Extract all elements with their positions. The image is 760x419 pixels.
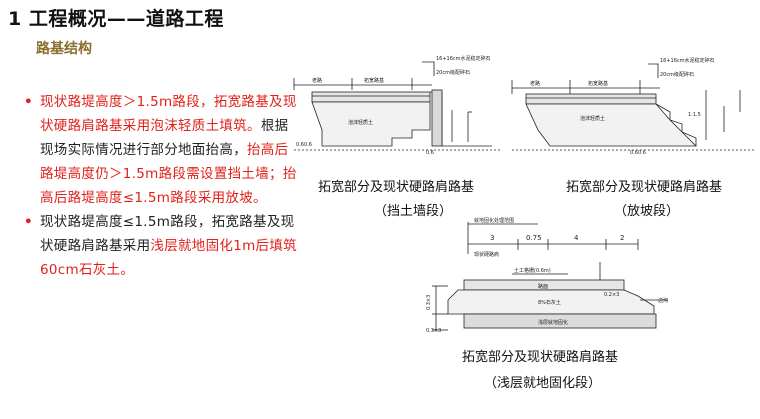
fig2-layer1-label: 16+16cm水泥稳定碎石 [660,57,715,64]
fig3-dim-2: 0.75 [526,234,542,242]
fig2-subcaption: （放坡段） [614,204,680,219]
figure-slope-drawing: 老路 拓宽路基 16+16cm水泥稳定碎石 20cm级配碎石 泡沫轻质土 1:1… [511,57,754,156]
section-subtitle: 路基结构 [36,41,92,57]
fig3-base-label: 浅层就地固化 [538,319,568,326]
fig1-shoulder-label: 拓宽路基 [364,77,384,84]
fig1-subcaption: （挡土墙段） [374,204,453,219]
fig3-subcaption: （浅层就地固化段） [484,376,602,391]
figure-retaining-wall-drawing: 老路 拓宽路基 16+16cm水泥稳定碎石 20cm级配碎石 泡沫轻质土 0.6… [293,55,502,156]
bullet-item-1: • 现状路堤高度＞1.5m路段，拓宽路基及现状硬路肩路基采用泡沫轻质土填筑。根据… [22,90,302,210]
fig3-dim-1: 3 [490,234,494,242]
fig1-caption: 拓宽部分及现状硬路肩路基 [318,180,475,195]
fig1-dim-label: 0.60.6 [296,142,312,148]
fig3-side-label: 边沟 [658,297,668,304]
page-title: 1 工程概况——道路工程 [8,8,224,30]
fig1-fill-label: 泡沫轻质土 [348,119,373,126]
fig3-dim-4: 2 [620,234,624,242]
bullet-text: 现状路堤高度≤1.5m路段，拓宽路基及现状硬路肩路基采用 [40,214,295,254]
fig3-dim-3: 4 [574,234,579,242]
fig2-slope-label: 1:1.5 [688,112,701,118]
fig3-top-label: 就地固化处理范围 [474,217,514,224]
bullet-dot-icon: • [24,94,33,110]
bullet-text: 浅层就地固化1m后填筑60cm石灰土。 [40,238,297,278]
fig3-shoulder-label: 现状硬路肩 [474,251,499,258]
fig3-layer-label: 土工格栅(0.6m) [514,267,551,274]
fig2-layer2-label: 20cm级配碎石 [660,71,694,78]
fig1-dim2-label: 0.6 [426,150,434,156]
fig1-layer2-label: 20cm级配碎石 [436,69,470,76]
fig3-pavement-label: 路面 [538,283,548,290]
fig3-v1-label: 0.2×3 [604,292,619,298]
bullet-list: • 现状路堤高度＞1.5m路段，拓宽路基及现状硬路肩路基采用泡沫轻质土填筑。根据… [22,90,302,282]
fig2-shoulder-label: 拓宽路基 [588,80,608,87]
figure-solidification-drawing: 就地固化处理范围 3 0.75 4 2 现状硬路肩 土工格栅(0.6m) 路面 … [426,217,668,334]
fig2-caption: 拓宽部分及现状硬路肩路基 [566,180,723,195]
fig1-lane-label: 老路 [312,77,322,84]
fig3-v3-label: 0.3×3 [426,328,441,334]
fig2-fill-label: 泡沫轻质土 [580,115,605,122]
fig3-v2-label: 0.3×3 [426,295,432,310]
bullet-item-2: • 现状路堤高度≤1.5m路段，拓宽路基及现状硬路肩路基采用浅层就地固化1m后填… [22,210,302,282]
bullet-dot-icon: • [24,214,33,230]
bullet-text: 现状路堤高度＞1.5m路段，拓宽路基及现状硬路肩路基采用泡沫轻质土填筑。 [40,94,297,134]
fig3-lime-label: 8%石灰土 [538,299,561,306]
fig2-lane-label: 老路 [530,80,540,87]
fig3-caption: 拓宽部分及现状硬路肩路基 [462,350,619,365]
fig1-layer1-label: 16+16cm水泥稳定碎石 [436,55,491,62]
bullet-text: 根据现场实际情况进行部分地面抬高， [40,118,289,158]
fig2-dim-label: 0.60.6 [630,150,646,156]
bullet-text: 抬高后路堤高度仍＞1.5m路段需设置挡土墙；抬高后路堤高度≤1.5m路段采用放坡… [40,142,297,206]
